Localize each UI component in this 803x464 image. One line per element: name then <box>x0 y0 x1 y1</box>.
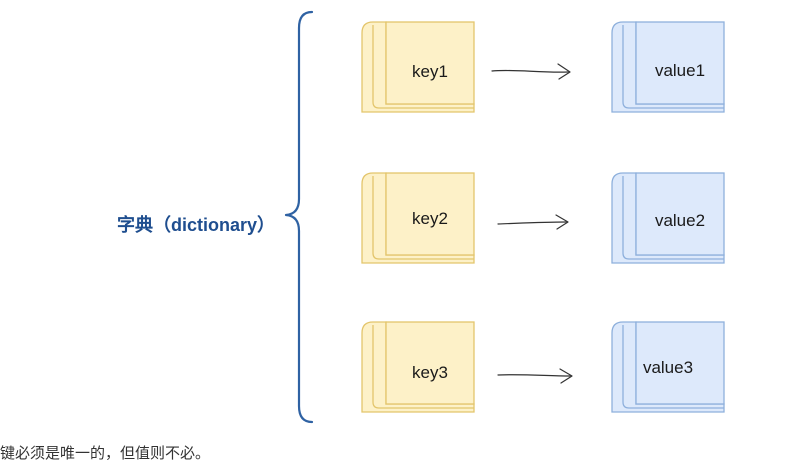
arrow-shaft <box>497 374 571 377</box>
arrow-3 <box>497 368 573 384</box>
book-spine-line <box>372 325 474 409</box>
caption-note: 键必须是唯一的，但值则不必。 <box>0 445 211 462</box>
arrow-1 <box>491 63 571 80</box>
value-label: value2 <box>655 211 705 230</box>
key-book-2: key2 <box>361 172 475 264</box>
key-book-1: key1 <box>361 21 475 113</box>
book-spine-line <box>622 25 724 109</box>
book-cover <box>385 21 475 105</box>
book-cover <box>385 321 475 405</box>
book-spine-line <box>622 325 724 409</box>
value-book-1: value1 <box>611 21 725 113</box>
key-label: key3 <box>412 363 448 382</box>
book-cover <box>635 21 725 105</box>
value-book-3: value3 <box>611 321 725 413</box>
value-book-2: value2 <box>611 172 725 264</box>
book-cover <box>635 172 725 256</box>
dictionary-label: 字典（dictionary） <box>116 215 275 235</box>
arrow-head <box>559 368 573 384</box>
book-cover <box>385 172 475 256</box>
book-spine-line <box>622 176 724 260</box>
arrow-2 <box>497 214 569 230</box>
key-label: key1 <box>412 62 448 81</box>
arrow-shaft <box>491 69 569 73</box>
key-label: key2 <box>412 209 448 228</box>
arrow-head <box>557 63 571 80</box>
arrow-shaft <box>497 221 567 225</box>
curly-brace <box>284 10 314 424</box>
book-spine-line <box>372 176 474 260</box>
book-cover <box>635 321 725 405</box>
arrow-head <box>555 214 569 230</box>
value-label: value3 <box>643 358 693 377</box>
book-spine-line <box>372 25 474 109</box>
value-label: value1 <box>655 61 705 80</box>
key-book-3: key3 <box>361 321 475 413</box>
